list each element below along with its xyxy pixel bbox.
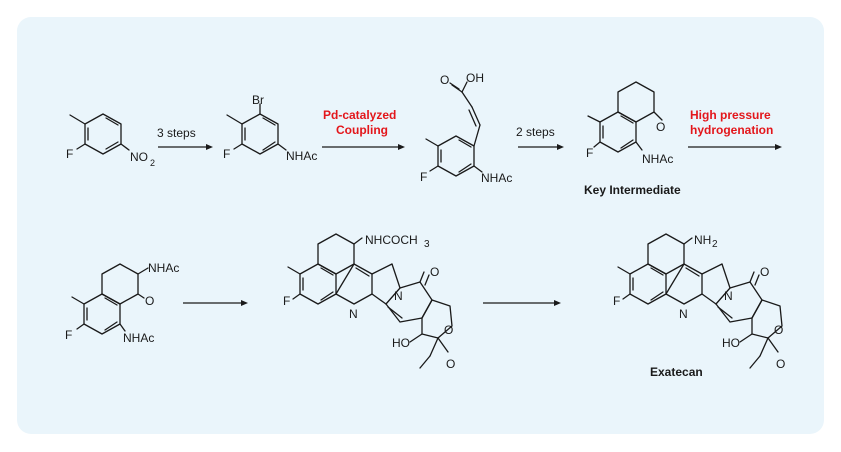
step-label-2-steps: 2 steps: [516, 125, 555, 139]
arrowhead-1: [206, 144, 213, 150]
step-label-3-steps: 3 steps: [157, 126, 196, 140]
ketone-o-label: O: [145, 294, 154, 308]
lactone-o-label: O: [444, 323, 453, 337]
compound-7-exatecan: NH 2 O N N O O HO F Exatecan: [613, 233, 785, 379]
fluoro-label: F: [223, 147, 230, 161]
pyridine-n-label: N: [349, 307, 358, 321]
nitro-subscript: 2: [150, 158, 155, 168]
lactone-carbonyl-o-label: O: [776, 357, 785, 371]
lactam-n-label: N: [394, 289, 403, 303]
nitro-label: NO: [130, 150, 148, 164]
compound-6-acetyl-exatecan: NHCOCH 3 O N N O O HO F: [283, 233, 455, 371]
step-label-pd-catalyzed: Pd-catalyzed: [323, 108, 396, 122]
lactone-carbonyl-o-label: O: [446, 357, 455, 371]
nhac-label-2: NHAc: [123, 331, 154, 345]
compound-2-bromoacetanilide: Br F NHAc: [223, 93, 317, 163]
pyridine-n-label: N: [679, 307, 688, 321]
fluoro-label: F: [613, 294, 620, 308]
lactam-o-label: O: [430, 265, 439, 279]
compound-5-diacetamido-tetralone: NHAc O F NHAc: [65, 261, 179, 345]
nhcoch3-label: NHCOCH: [365, 233, 418, 247]
lactam-o-label: O: [760, 265, 769, 279]
nhac-label: NHAc: [286, 149, 317, 163]
hydroxyl-label: OH: [466, 71, 484, 85]
fluoro-label: F: [65, 328, 72, 342]
step-label-high-pressure: High pressure: [690, 108, 771, 122]
nhac-label: NHAc: [148, 261, 179, 275]
nhac-label: NHAc: [642, 152, 673, 166]
bromo-label: Br: [252, 93, 264, 107]
nhcoch3-subscript: 3: [424, 239, 430, 250]
carbonyl-o-label: O: [440, 73, 449, 87]
step-label-coupling: Coupling: [336, 123, 388, 137]
arrowhead-6: [554, 300, 561, 306]
nhac-label: NHAc: [481, 171, 512, 185]
lactam-n-label: N: [724, 289, 733, 303]
exatecan-label: Exatecan: [650, 365, 703, 379]
arrowhead-2: [398, 144, 405, 150]
compound-4-key-intermediate: O F NHAc Key Intermediate: [584, 81, 681, 197]
fluoro-label: F: [66, 147, 73, 161]
lactone-o-label: O: [774, 323, 783, 337]
fluoro-label: F: [283, 294, 290, 308]
fluoro-label: F: [586, 146, 593, 160]
fluoro-label: F: [420, 170, 427, 184]
scheme-panel: [17, 17, 824, 434]
arrowhead-4: [775, 144, 782, 150]
step-label-hydrogenation: hydrogenation: [690, 123, 773, 137]
amine-subscript: 2: [712, 239, 718, 250]
hydroxyl-label: HO: [392, 336, 410, 350]
amine-label: NH: [694, 233, 711, 247]
arrowhead-3: [557, 144, 564, 150]
compound-1-fluoronitrotoluene: F NO 2: [66, 113, 155, 168]
compound-3-butenoic-acid: O OH F NHAc: [420, 71, 512, 185]
arrowhead-5: [241, 300, 248, 306]
hydroxyl-label: HO: [722, 336, 740, 350]
key-intermediate-label: Key Intermediate: [584, 183, 681, 197]
ketone-o-label: O: [656, 120, 665, 134]
